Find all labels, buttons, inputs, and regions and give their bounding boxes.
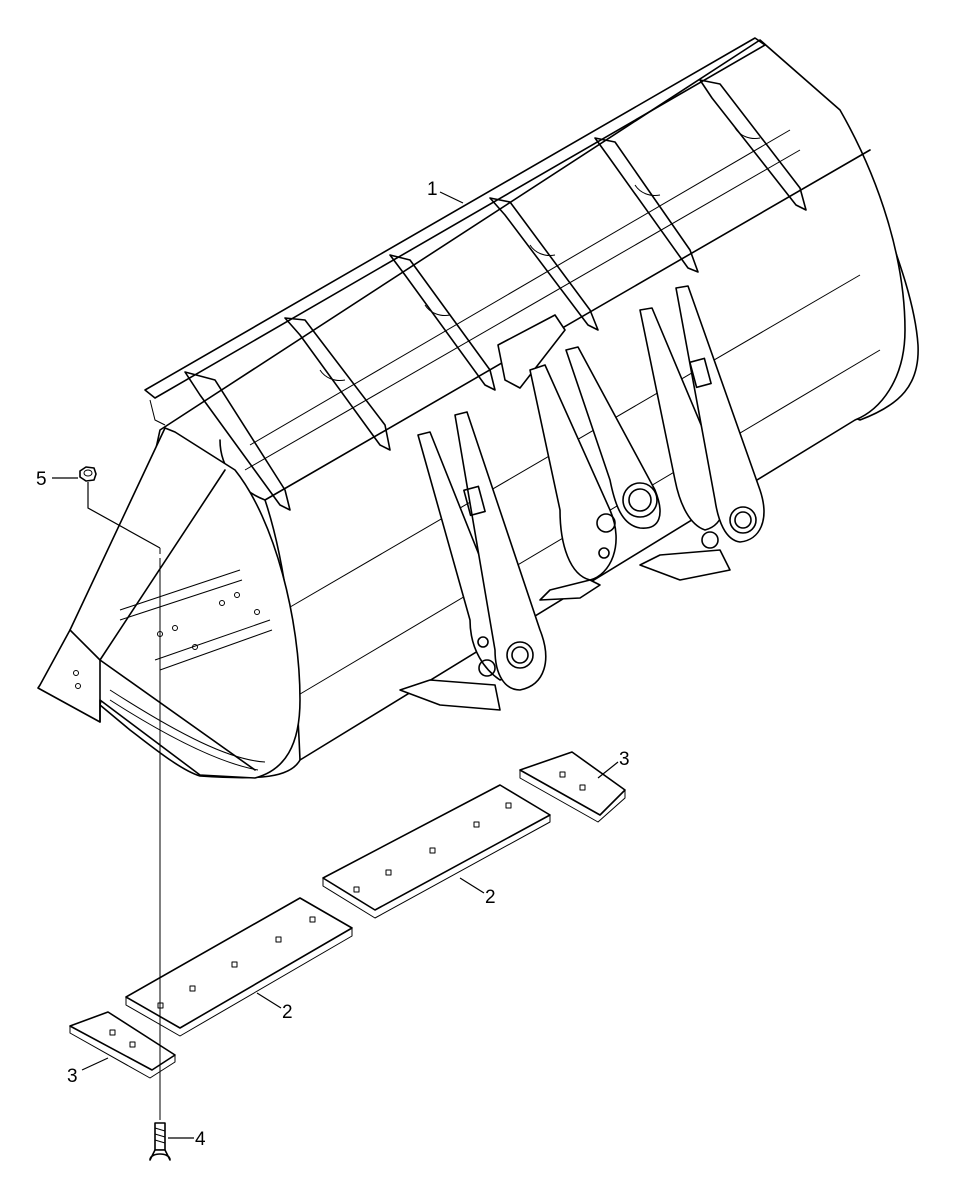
callout-label-2-center: 2 — [485, 887, 496, 908]
callout-label-2-left: 2 — [282, 1002, 293, 1023]
bucket-left-side-plate — [37, 427, 301, 779]
end-bit-right — [519, 751, 626, 823]
cutting-edge-left — [125, 897, 353, 1037]
callout-2-center: 2 — [459, 877, 496, 908]
callout-5: 5 — [36, 469, 78, 490]
bucket-assembly — [37, 37, 919, 779]
bucket-top-rail — [144, 37, 766, 399]
callout-3-right: 3 — [597, 749, 630, 779]
bucket-mount-bracket-right — [639, 285, 765, 581]
callout-1: 1 — [427, 179, 464, 204]
nut — [79, 466, 97, 482]
end-bit-left — [69, 1011, 176, 1079]
callout-label-1: 1 — [427, 179, 438, 200]
callout-label-3-right: 3 — [619, 749, 630, 770]
callout-label-4: 4 — [195, 1129, 206, 1150]
callout-label-5: 5 — [36, 469, 47, 490]
bucket-mount-bracket-center — [497, 314, 661, 601]
callout-label-3-left: 3 — [67, 1066, 78, 1087]
callout-3-left: 3 — [67, 1057, 109, 1087]
callout-2-left: 2 — [256, 992, 293, 1023]
bucket-mount-bracket-left — [399, 411, 547, 711]
bucket-shell — [99, 39, 906, 779]
cutting-edge-center — [322, 784, 551, 919]
callout-4: 4 — [168, 1129, 206, 1150]
plow-bolt — [149, 1122, 171, 1161]
nut-leader — [87, 482, 161, 549]
bucket-top-gussets — [184, 79, 807, 511]
